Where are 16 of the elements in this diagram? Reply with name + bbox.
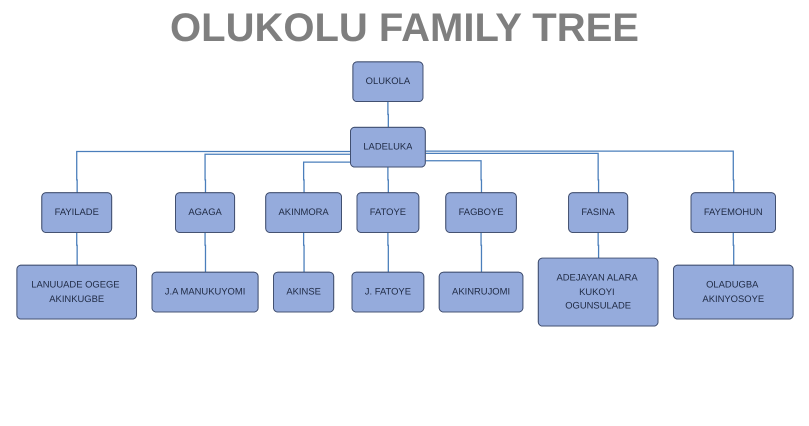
connector xyxy=(302,161,350,194)
diagram-title: OLUKOLU FAMILY TREE xyxy=(170,6,639,51)
connector xyxy=(204,154,350,194)
connector xyxy=(425,152,599,194)
connector xyxy=(386,232,388,273)
connector xyxy=(597,232,599,259)
connector xyxy=(204,232,206,273)
connector xyxy=(302,232,304,273)
connector xyxy=(480,232,482,273)
connector xyxy=(425,150,734,194)
connector xyxy=(76,150,350,194)
connector xyxy=(386,101,388,128)
connector xyxy=(732,232,734,266)
connector xyxy=(386,166,388,194)
connector xyxy=(425,160,482,194)
connector xyxy=(76,232,78,266)
